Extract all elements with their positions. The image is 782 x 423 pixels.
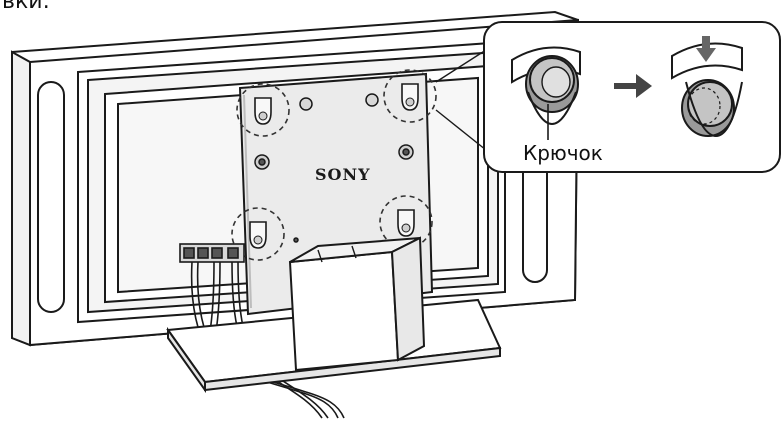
hook-highlight-bottom-left	[231, 207, 285, 261]
top-text-fragment: вки:	[2, 0, 50, 14]
hook-label: Крючок	[523, 141, 603, 165]
hook-before-icon	[511, 46, 581, 140]
connector-panel	[179, 243, 245, 263]
callout-pointer-top	[435, 49, 487, 83]
plate-screws	[254, 93, 414, 243]
tv-stand	[166, 236, 502, 394]
callout-pointer-bottom	[435, 109, 487, 151]
left-speaker-grille	[37, 81, 65, 313]
hook-after-icon	[671, 36, 743, 138]
hook-highlight-top-right	[383, 69, 437, 123]
hook-highlight-top-left	[236, 83, 290, 137]
arrow-right-icon	[614, 74, 652, 98]
brand-logo: SONY	[315, 165, 371, 184]
top-screw-right	[365, 93, 379, 107]
hook-slots	[231, 69, 437, 261]
hook-detail-callout: Крючок	[435, 21, 781, 173]
top-screw-left	[299, 97, 313, 111]
